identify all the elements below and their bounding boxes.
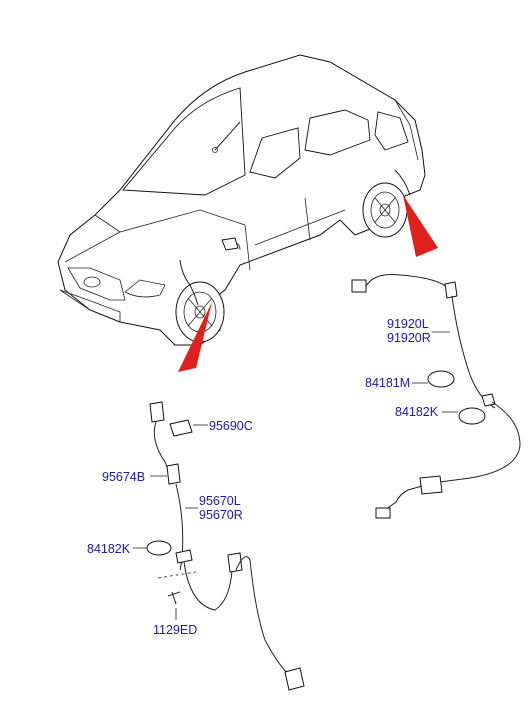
rear-wheel-speed-sensor-assembly — [351, 274, 521, 519]
part-label-sensor-clip: 95690C — [209, 419, 253, 433]
part-label-bolt: 1129ED — [153, 623, 197, 637]
front-wheel-pointer — [178, 302, 212, 372]
bracket-icon — [166, 463, 181, 485]
car-illustration — [57, 54, 426, 346]
part-label-rear-harness-right: 91920R — [387, 331, 431, 345]
grommet-rear-2-icon — [458, 407, 486, 425]
part-label-front-sensor-left: 95670L — [199, 494, 241, 508]
sensor-clip-icon — [169, 419, 193, 437]
front-sensor-icon — [284, 667, 305, 691]
part-label-grommet-rear-2: 84182K — [395, 405, 439, 419]
front-wheel-speed-sensor-assembly — [146, 401, 305, 691]
part-label-grommet-rear: 84181M — [365, 376, 410, 390]
part-label-rear-harness-left: 91920L — [387, 317, 429, 331]
leader-lines — [133, 331, 458, 620]
grommet-front-icon — [146, 540, 172, 556]
part-label-bracket: 95674B — [102, 470, 145, 484]
rear-wheel-pointer — [403, 195, 438, 257]
part-label-front-sensor-right: 95670R — [199, 508, 243, 522]
grommet-rear-icon — [427, 370, 455, 388]
part-label-grommet-front: 84182K — [87, 542, 131, 556]
